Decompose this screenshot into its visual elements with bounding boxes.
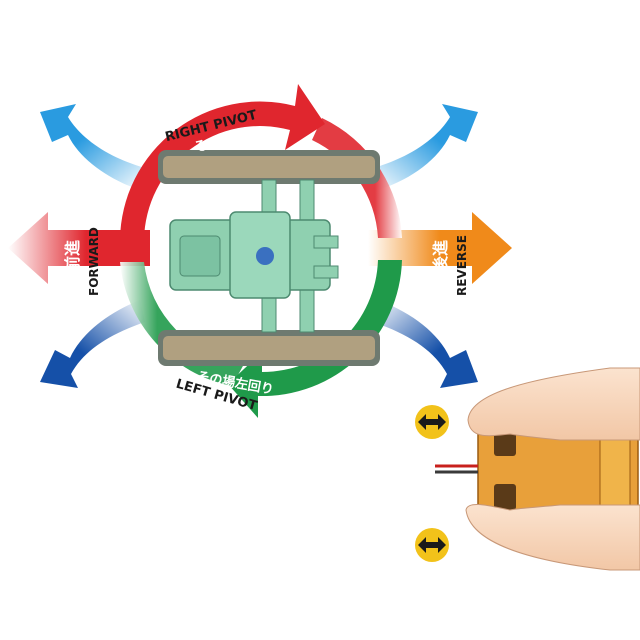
right-lever bbox=[494, 484, 516, 510]
double-arrow-icon bbox=[418, 537, 446, 553]
forward-jp-label: 前進 bbox=[63, 240, 82, 272]
turn-reverse-right-down-arrow bbox=[373, 300, 478, 388]
forward-arrow bbox=[8, 212, 150, 284]
double-arrow-icon bbox=[418, 414, 446, 430]
turn-forward-left-down-arrow bbox=[40, 300, 145, 388]
left-lever bbox=[494, 430, 516, 456]
forward-label: FORWARD bbox=[87, 227, 101, 296]
left-pivot-arrow bbox=[120, 260, 402, 418]
reverse-jp-label: 後進 bbox=[431, 240, 450, 272]
turn-forward-left-arrow bbox=[40, 104, 145, 190]
turn-reverse-right-arrow bbox=[373, 104, 478, 190]
right-pivot-arrow bbox=[120, 84, 402, 240]
upper-lever-indicator bbox=[415, 405, 449, 439]
lower-lever-indicator bbox=[415, 528, 449, 562]
tank-chassis bbox=[158, 150, 380, 366]
remote-controller bbox=[435, 367, 640, 571]
reverse-arrow bbox=[368, 212, 512, 284]
reverse-label: REVERSE bbox=[455, 235, 469, 296]
